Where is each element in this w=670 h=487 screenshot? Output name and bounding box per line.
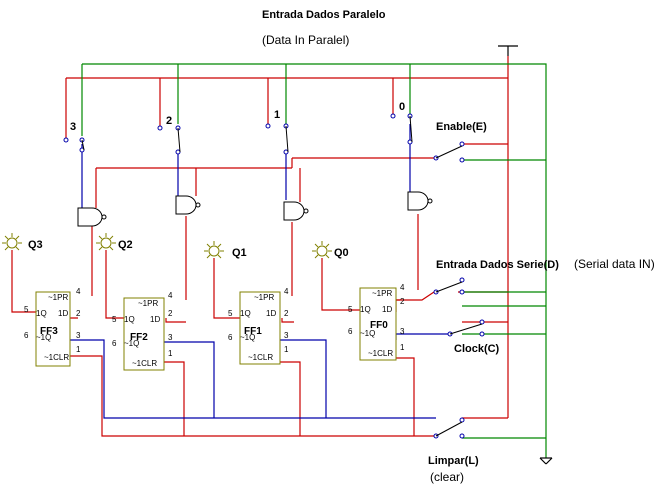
ff3-box — [35, 291, 71, 367]
svg-text:6: 6 — [24, 331, 29, 340]
svg-text:1Q: 1Q — [36, 309, 47, 318]
svg-text:~1CLR: ~1CLR — [248, 353, 273, 362]
svg-text:3: 3 — [284, 331, 289, 340]
svg-text:5: 5 — [228, 309, 233, 318]
ff0-label: FF0 — [370, 320, 388, 331]
lamp-q1-icon — [204, 241, 224, 259]
svg-text:2: 2 — [76, 309, 81, 318]
vcc-symbol — [498, 45, 518, 56]
diagram-title: Entrada Dados Paralelo — [262, 9, 386, 21]
clock-label: Clock(C) — [454, 343, 500, 355]
output-label-q3: Q3 — [28, 239, 43, 251]
svg-text:4: 4 — [284, 287, 289, 296]
svg-text:~1PR: ~1PR — [254, 293, 274, 302]
svg-text:3: 3 — [400, 327, 405, 336]
svg-text:~1CLR: ~1CLR — [132, 359, 157, 368]
serial-input-label: Entrada Dados Serie(D) — [436, 259, 559, 271]
flipflop-boxes — [35, 287, 397, 371]
svg-text:1: 1 — [76, 345, 81, 354]
lamp-q3-icon — [2, 233, 22, 251]
svg-text:2: 2 — [168, 309, 173, 318]
svg-text:~1CLR: ~1CLR — [44, 353, 69, 362]
svg-text:3: 3 — [168, 333, 173, 342]
svg-text:1Q: 1Q — [360, 305, 371, 314]
svg-text:~1CLR: ~1CLR — [368, 349, 393, 358]
output-label-q2: Q2 — [118, 239, 133, 251]
svg-text:4: 4 — [400, 283, 405, 292]
svg-text:5: 5 — [348, 305, 353, 314]
svg-text:5: 5 — [112, 315, 117, 324]
control-switch-levers — [435, 145, 483, 437]
svg-text:1D: 1D — [266, 309, 276, 318]
svg-text:~1PR: ~1PR — [48, 293, 68, 302]
serial-input-note: (Serial data IN) — [574, 257, 655, 271]
red-wires — [11, 56, 509, 437]
ground-symbol — [539, 457, 553, 465]
svg-text:1: 1 — [400, 343, 405, 352]
svg-text:2: 2 — [400, 297, 405, 306]
svg-text:1Q: 1Q — [124, 315, 135, 324]
svg-text:6: 6 — [112, 339, 117, 348]
svg-text:3: 3 — [76, 331, 81, 340]
ff2-box — [123, 297, 165, 371]
control-switches — [433, 141, 485, 439]
lamp-q0-icon — [312, 241, 332, 259]
svg-text:6: 6 — [348, 327, 353, 336]
input-label-3: 3 — [70, 121, 76, 133]
svg-text:5: 5 — [24, 305, 29, 314]
svg-text:1D: 1D — [150, 315, 160, 324]
svg-text:~1PR: ~1PR — [138, 299, 158, 308]
svg-text:~1Q: ~1Q — [36, 333, 51, 342]
input-switch-levers — [81, 115, 413, 153]
svg-text:4: 4 — [168, 291, 173, 300]
input-label-1: 1 — [274, 109, 280, 121]
nand-gates — [77, 191, 433, 227]
svg-text:1: 1 — [168, 349, 173, 358]
ff0-pins: ~1PR 1Q 1D ~1Q ~1CLR 4 2 5 6 3 1 — [348, 283, 405, 358]
svg-text:~1Q: ~1Q — [360, 329, 375, 338]
ff1-box — [239, 291, 281, 365]
svg-text:6: 6 — [228, 333, 233, 342]
ff3-pins: ~1PR 1Q 1D ~1Q ~1CLR 4 2 5 6 3 1 — [24, 287, 81, 362]
output-label-q1: Q1 — [232, 247, 247, 259]
ff0-box — [359, 287, 397, 361]
svg-text:2: 2 — [284, 309, 289, 318]
clear-note: (clear) — [430, 470, 464, 484]
input-label-2: 2 — [166, 115, 172, 127]
output-lamps — [2, 233, 332, 259]
ff2-label: FF2 — [130, 332, 148, 343]
output-label-q0: Q0 — [334, 247, 349, 259]
green-wires — [81, 63, 547, 458]
svg-text:~1Q: ~1Q — [124, 339, 139, 348]
ff1-label: FF1 — [244, 326, 262, 337]
svg-text:1: 1 — [284, 345, 289, 354]
svg-text:~1PR: ~1PR — [372, 289, 392, 298]
ff1-pins: ~1PR 1Q 1D ~1Q ~1CLR 4 2 5 6 3 1 — [228, 287, 289, 362]
clear-label: Limpar(L) — [428, 455, 479, 467]
enable-label: Enable(E) — [436, 121, 487, 133]
ff2-pins: ~1PR 1Q 1D ~1Q ~1CLR 4 2 5 6 3 1 — [112, 291, 173, 368]
svg-text:1D: 1D — [382, 305, 392, 314]
lamp-q2-icon — [96, 233, 116, 251]
input-switches — [63, 113, 413, 155]
svg-text:~1Q: ~1Q — [240, 333, 255, 342]
svg-text:1D: 1D — [58, 309, 68, 318]
blue-wires — [70, 124, 450, 419]
input-label-0: 0 — [399, 101, 405, 113]
ff3-label: FF3 — [40, 326, 58, 337]
diagram-subtitle: (Data In Paralel) — [262, 33, 349, 47]
svg-text:4: 4 — [76, 287, 81, 296]
svg-text:1Q: 1Q — [240, 309, 251, 318]
